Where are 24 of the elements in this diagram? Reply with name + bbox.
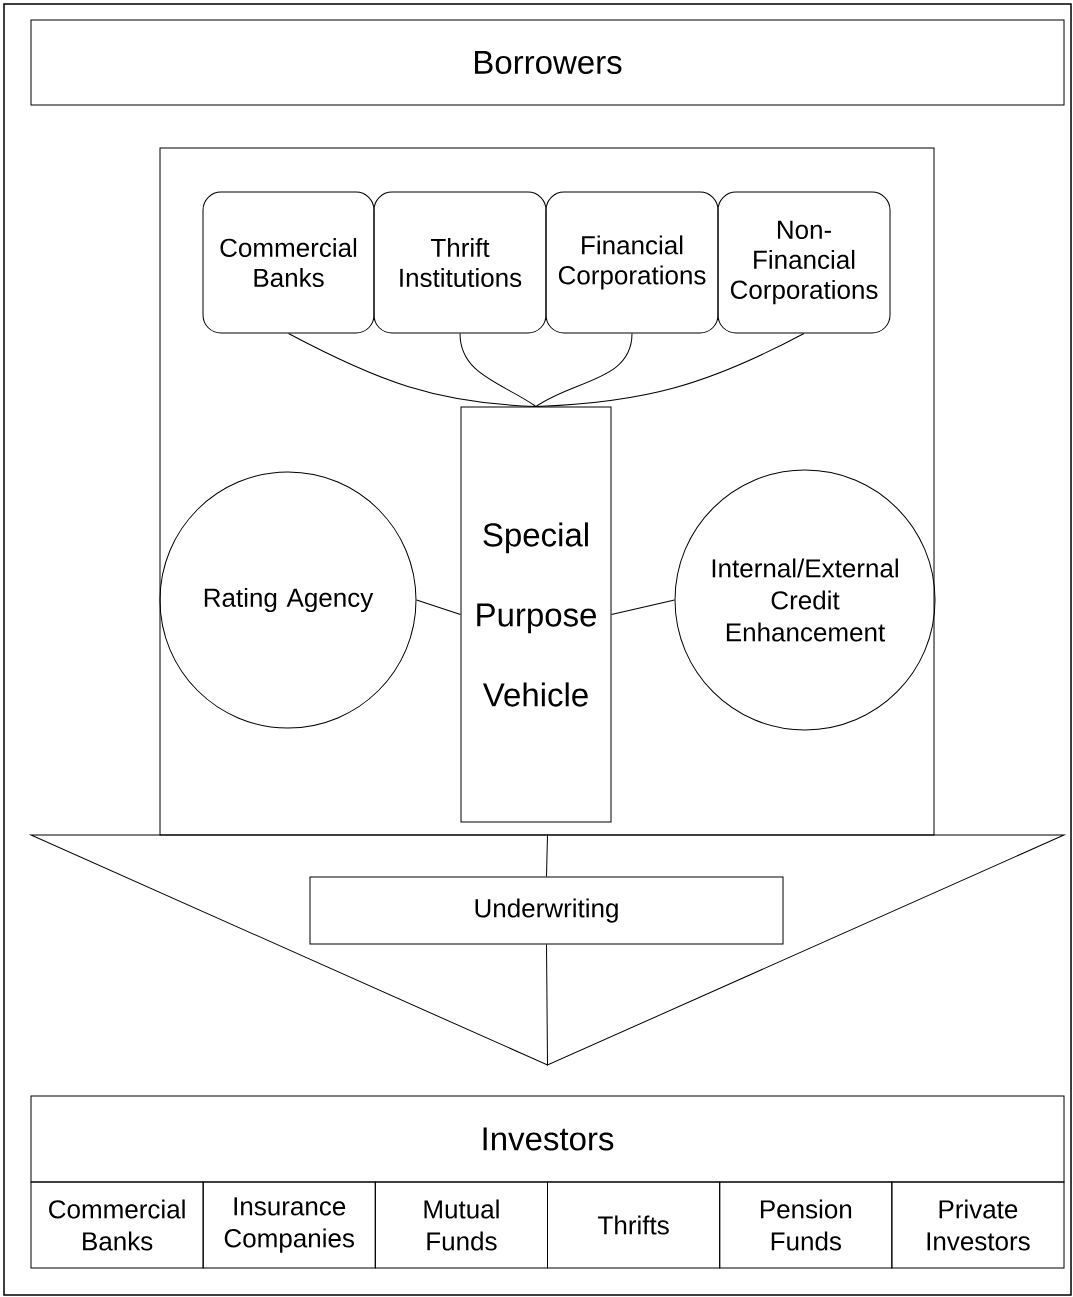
table-cell: Insurance Companies bbox=[202, 1181, 376, 1269]
connector-line bbox=[416, 599, 461, 615]
funnel-triangle bbox=[30, 834, 1065, 1066]
investors-header: Investors bbox=[30, 1095, 1065, 1183]
rounded-box: Financial Corporations bbox=[545, 191, 719, 334]
rounded-box: Thrift Institutions bbox=[373, 191, 547, 334]
vehicle-box: Special Purpose Vehicle bbox=[460, 406, 612, 823]
table-cell: Thrifts bbox=[547, 1181, 721, 1269]
connector-line bbox=[288, 333, 537, 407]
panel-box bbox=[159, 147, 935, 836]
table-cell: Pension Funds bbox=[719, 1181, 893, 1269]
connector-line bbox=[546, 834, 548, 877]
rounded-box: Commercial Banks bbox=[202, 191, 375, 334]
rounded-box: Non-Financial Corporations bbox=[717, 191, 891, 334]
table-cell: Private Investors bbox=[891, 1181, 1065, 1269]
connector-line bbox=[535, 333, 633, 407]
underwriting-box: Underwriting bbox=[309, 876, 784, 945]
connector-line bbox=[459, 333, 537, 407]
borrowers-box: Borrowers bbox=[30, 19, 1065, 106]
connector-line bbox=[535, 333, 805, 407]
table-cell: Commercial Banks bbox=[30, 1181, 204, 1269]
table-cell: Mutual Funds bbox=[374, 1181, 548, 1269]
connector-line bbox=[611, 599, 675, 615]
connector-line bbox=[546, 944, 548, 1066]
